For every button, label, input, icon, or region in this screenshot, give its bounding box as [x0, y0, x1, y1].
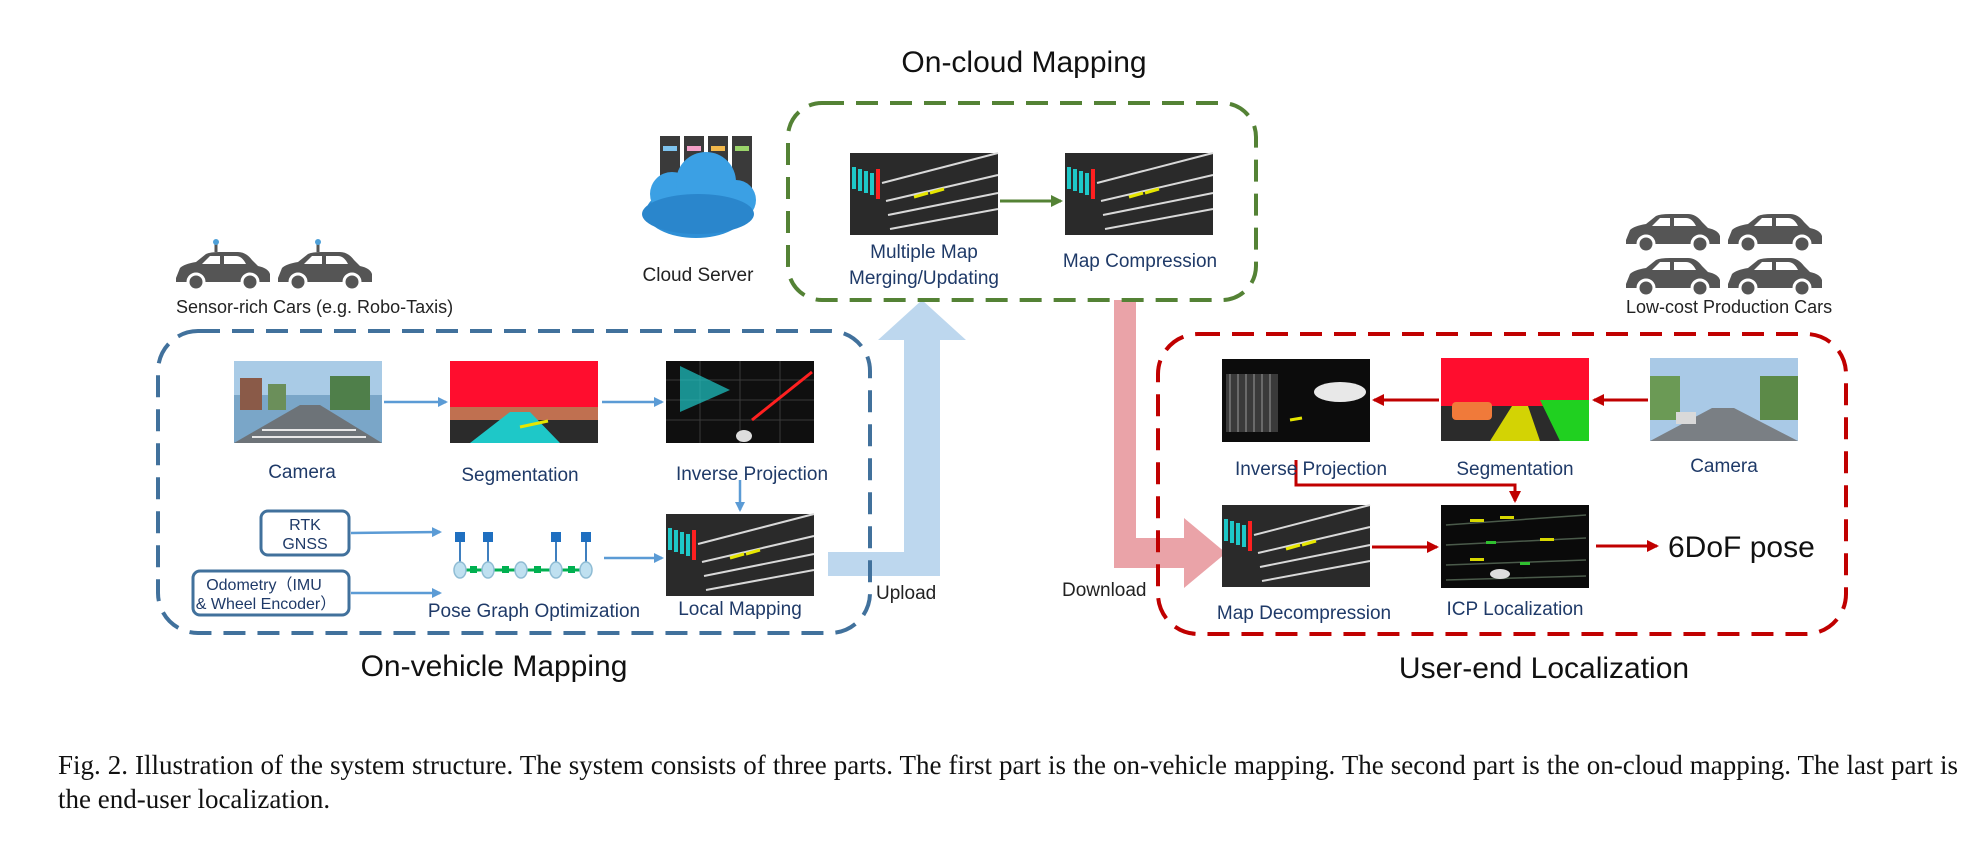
- production-car-icon: [1726, 256, 1824, 298]
- vehicle-segmentation-image: [450, 361, 598, 443]
- odometry-box: [191, 569, 351, 617]
- gnss-label: GNSS: [282, 536, 327, 553]
- odometry-label-2: & Wheel Encoder）: [196, 595, 337, 613]
- map-merging-label-1: Multiple Map: [870, 242, 978, 263]
- cloud-server-label: Cloud Server: [643, 265, 755, 286]
- vehicle-inverse-projection-image: [666, 361, 814, 443]
- user-end-title: User-end Localization: [1399, 652, 1689, 685]
- on-cloud-title: On-cloud Mapping: [901, 46, 1146, 79]
- upload-arrow: [828, 300, 966, 576]
- user-segmentation-image: [1441, 358, 1589, 441]
- map-compression-label: Map Compression: [1063, 251, 1217, 272]
- production-car-icon: [1624, 212, 1722, 254]
- production-car-icon: [1624, 256, 1722, 298]
- local-mapping-label: Local Mapping: [678, 599, 802, 620]
- on-vehicle-region: [156, 329, 872, 635]
- invproj-to-icp-arrow: [1294, 460, 1521, 503]
- pose-graph-label: Pose Graph Optimization: [428, 601, 640, 622]
- map-decompression-label: Map Decompression: [1217, 603, 1391, 624]
- map-compression-image: [1063, 151, 1215, 237]
- user-inverse-projection-label: Inverse Projection: [1235, 459, 1387, 480]
- user-camera-image: [1650, 358, 1798, 441]
- vehicle-inverse-projection-label: Inverse Projection: [676, 464, 828, 485]
- vehicle-segmentation-label: Segmentation: [461, 465, 578, 486]
- rtk-gnss-box: [259, 509, 351, 557]
- rtk-to-pgo-arrow: [350, 527, 442, 538]
- pose-output-label: 6DoF pose: [1668, 531, 1815, 564]
- on-cloud-region: [786, 101, 1258, 302]
- user-icp-localization-image: [1441, 505, 1589, 588]
- figure-caption: Fig. 2. Illustration of the system struc…: [58, 750, 1958, 814]
- icp-localization-label: ICP Localization: [1447, 599, 1584, 620]
- sensor-car-icon: [174, 239, 272, 292]
- pose-graph-icon: [453, 532, 593, 579]
- user-inverse-projection-image: [1222, 359, 1370, 442]
- vehicle-camera-label: Camera: [268, 462, 336, 483]
- map-merging-image: [848, 151, 1000, 237]
- user-segmentation-label: Segmentation: [1456, 459, 1573, 480]
- rtk-label: RTK: [289, 517, 321, 534]
- odometry-label-1: Odometry（IMU: [206, 576, 322, 594]
- download-label: Download: [1062, 580, 1147, 601]
- vehicle-camera-image: [234, 361, 382, 443]
- user-map-decompression-image: [1220, 503, 1372, 589]
- vehicle-local-mapping-image: [664, 512, 816, 598]
- cloud-server-icon: [642, 136, 756, 238]
- user-end-region: [1156, 332, 1848, 636]
- production-cars-label: Low-cost Production Cars: [1626, 297, 1832, 317]
- production-car-icon: [1726, 212, 1824, 254]
- on-vehicle-title: On-vehicle Mapping: [361, 650, 628, 683]
- user-camera-label: Camera: [1690, 456, 1758, 477]
- sensor-car-icon: [276, 239, 374, 292]
- map-merging-label-2: Merging/Updating: [849, 268, 999, 289]
- sensor-cars-label: Sensor-rich Cars (e.g. Robo-Taxis): [176, 297, 453, 317]
- download-arrow: [1114, 300, 1226, 588]
- upload-label: Upload: [876, 583, 936, 604]
